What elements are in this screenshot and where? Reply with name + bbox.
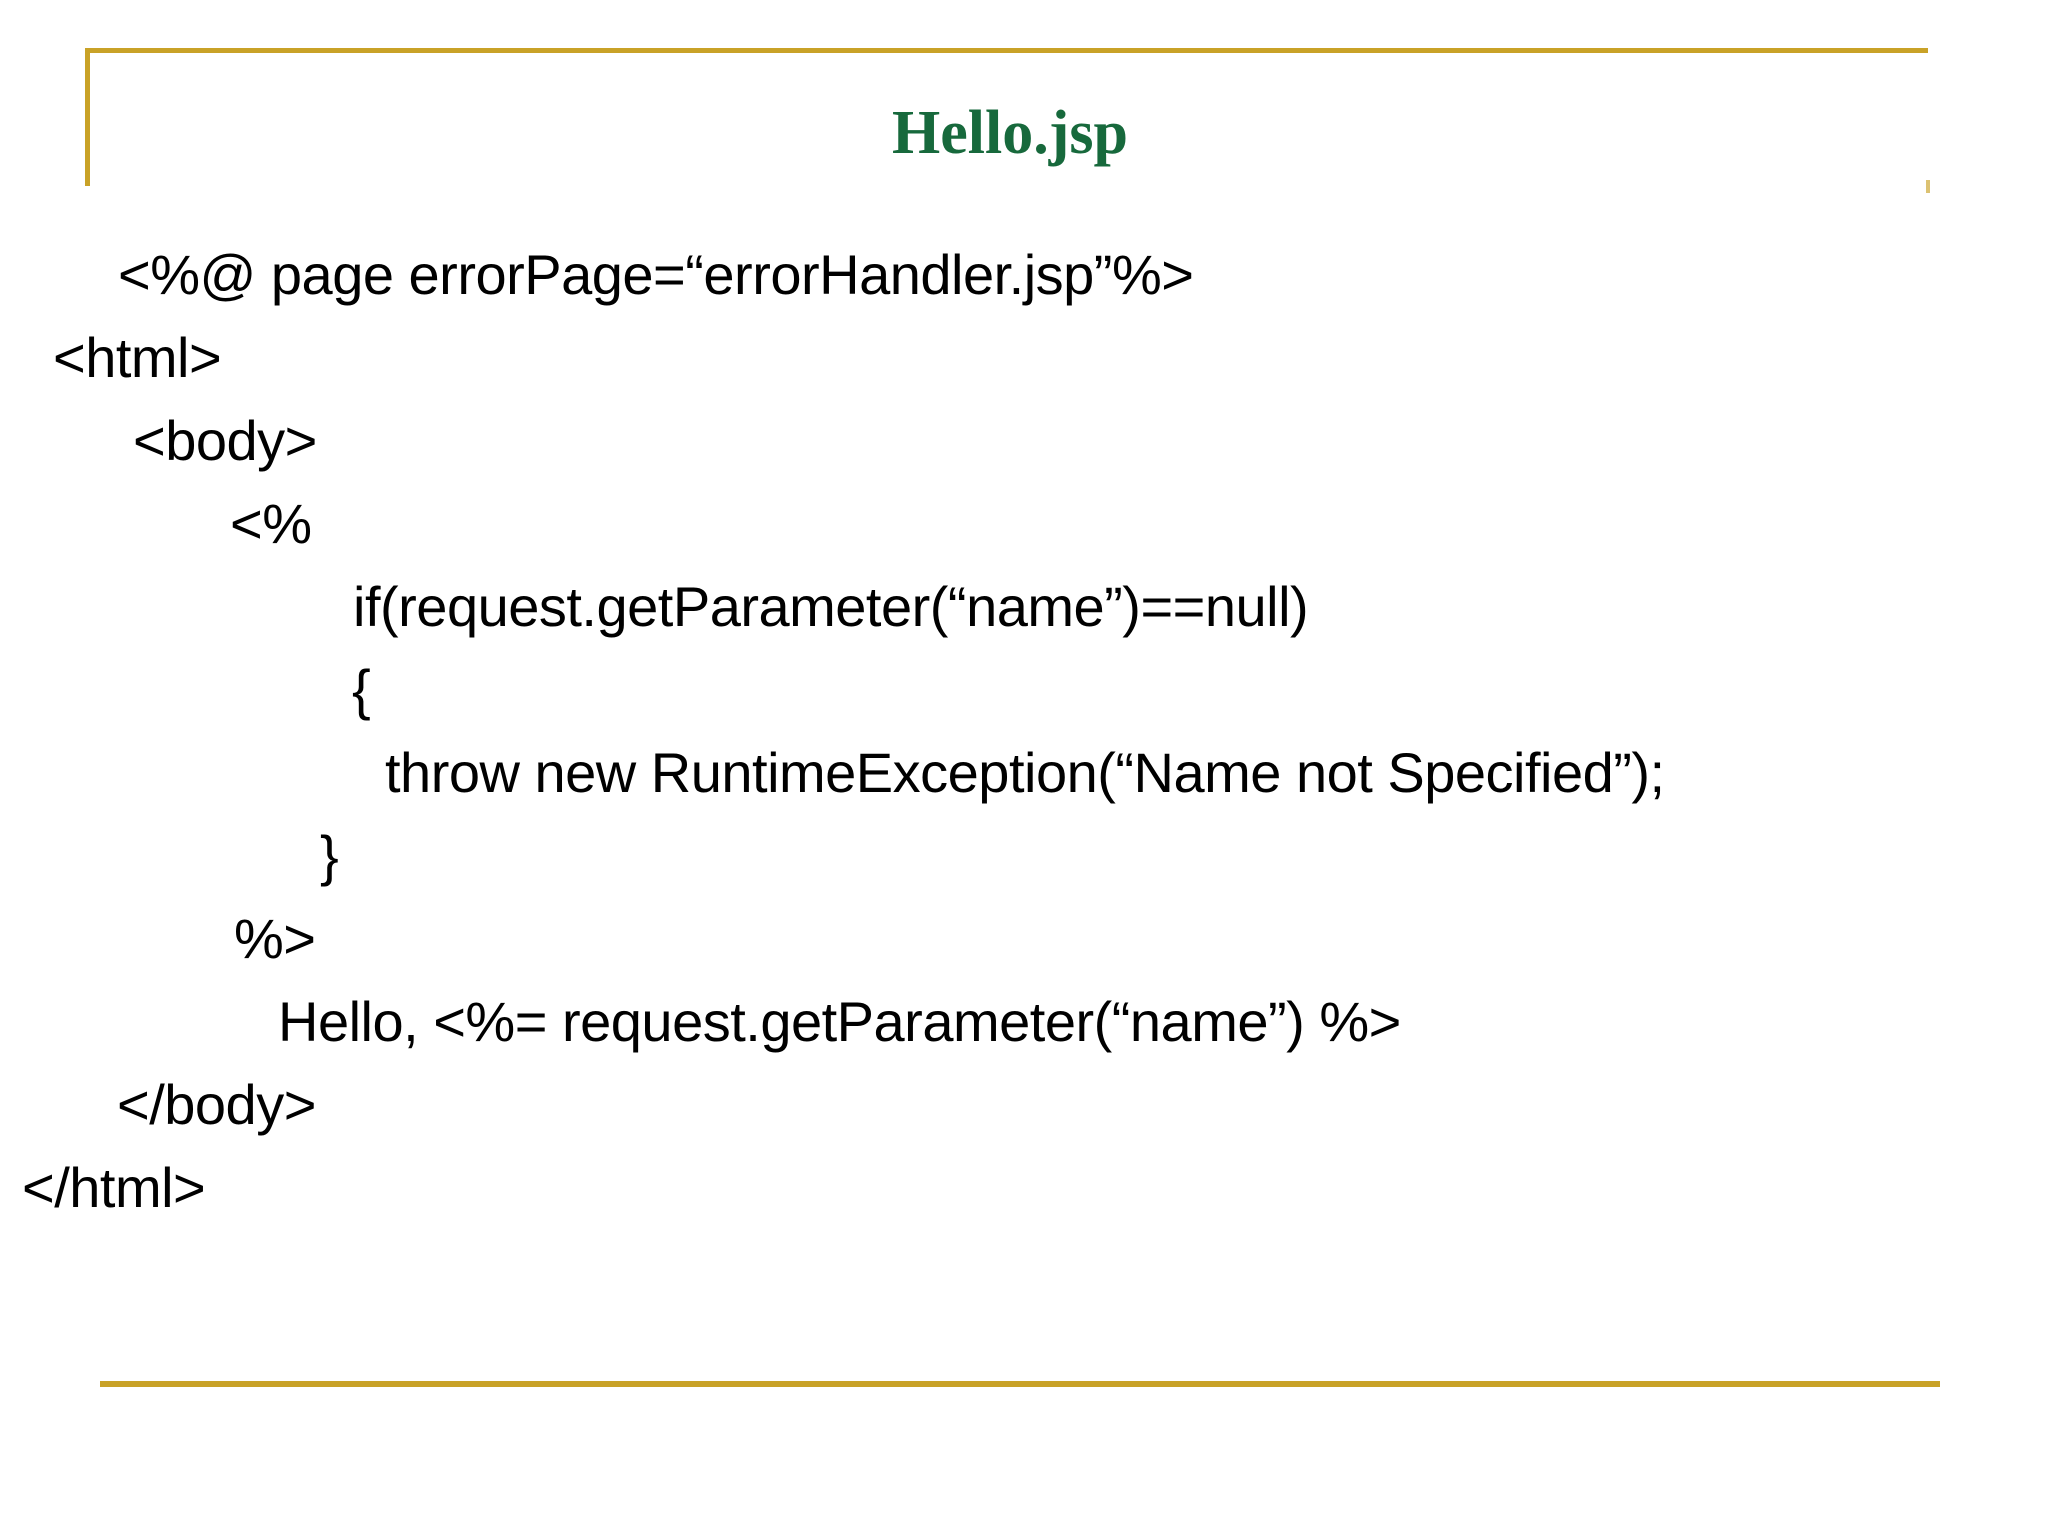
code-line: Hello, <%= request.getParameter(“name”) … xyxy=(278,990,1401,1053)
code-line: <html> xyxy=(53,326,222,389)
code-line: throw new RuntimeException(“Name not Spe… xyxy=(385,741,1665,804)
code-line: <%@ page errorPage=“errorHandler.jsp”%> xyxy=(118,243,1194,306)
frame-right-tick xyxy=(1926,180,1930,193)
code-line: if(request.getParameter(“name”)==null) xyxy=(353,575,1309,638)
code-line: </body> xyxy=(117,1073,316,1136)
code-line: <body> xyxy=(133,409,317,472)
code-line: { xyxy=(352,658,371,721)
code-line: <% xyxy=(230,492,312,555)
frame-left-line xyxy=(85,48,90,186)
code-block: <%@ page errorPage=“errorHandler.jsp”%> <… xyxy=(0,233,2048,1229)
code-line: %> xyxy=(234,907,316,970)
frame-top-line xyxy=(85,48,1928,53)
code-line: </html> xyxy=(22,1156,206,1219)
code-line: } xyxy=(320,824,339,887)
slide-title: Hello.jsp xyxy=(892,99,1128,167)
frame-bottom-line xyxy=(100,1381,1940,1387)
